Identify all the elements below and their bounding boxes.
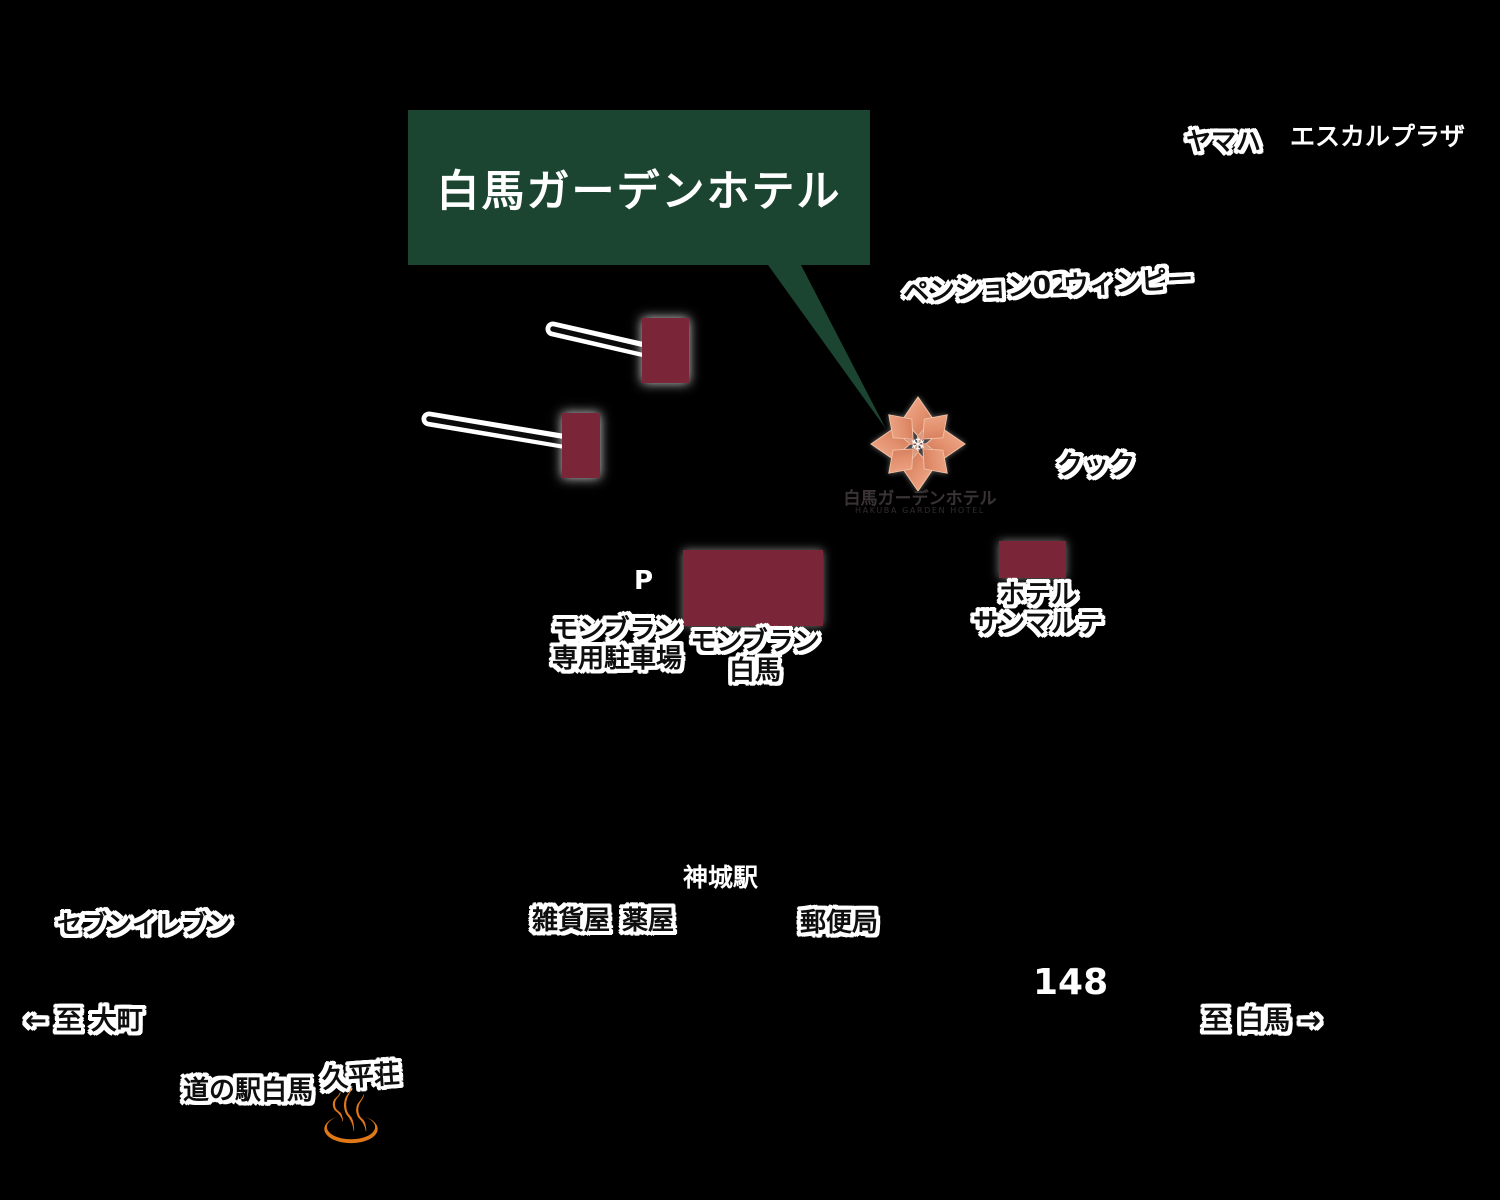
building-montblanc-hakuba	[683, 550, 823, 626]
label-to-omachi: ← 至 大町	[25, 1006, 143, 1036]
label-post-office: 郵便局	[800, 908, 879, 938]
label-seven-eleven: セブンイレブン	[57, 910, 233, 939]
callout-tail	[768, 265, 886, 429]
hot-spring-icon: ♨	[316, 1072, 386, 1162]
label-escal-plaza: エスカルプラザ	[1290, 122, 1466, 151]
label-drug-store: 薬屋	[622, 906, 675, 936]
hotel-logo-text-jp: 白馬ガーデンホテル	[843, 489, 997, 509]
building-lower-small	[562, 413, 600, 478]
snowflake-center-icon: ❄	[910, 434, 926, 456]
label-montblanc-parking: モンブラン 専用駐車場	[551, 615, 683, 675]
hotel-snowflake-marker: ❄	[870, 396, 966, 492]
label-parking-p: P	[634, 566, 654, 596]
building-hotel-sanmarute	[999, 541, 1066, 578]
hotel-logo-text-en: HAKUBA GARDEN HOTEL	[855, 506, 985, 515]
hotel-title: 白馬ガーデンホテル	[436, 166, 842, 217]
pointer-line-lower	[421, 411, 582, 451]
label-to-hakuba: 至 白馬 →	[1203, 1006, 1321, 1036]
hotel-title-callout: 白馬ガーデンホテル	[408, 110, 870, 265]
label-kamishiro-station: 神城駅	[683, 863, 759, 892]
label-hotel-sanmarute: ホテル サンマルテ	[972, 580, 1104, 640]
label-yamaha: ヤマハ	[1186, 127, 1262, 156]
label-cook: クック	[1057, 451, 1136, 481]
building-upper-small	[642, 318, 689, 383]
label-michi-no-eki-hakuba: 道の駅白馬	[183, 1076, 314, 1106]
label-route-148: 148	[1033, 962, 1109, 1003]
label-montblanc-hakuba: モンブラン 白馬	[690, 627, 820, 687]
label-general-store: 雑貨屋	[532, 906, 611, 936]
